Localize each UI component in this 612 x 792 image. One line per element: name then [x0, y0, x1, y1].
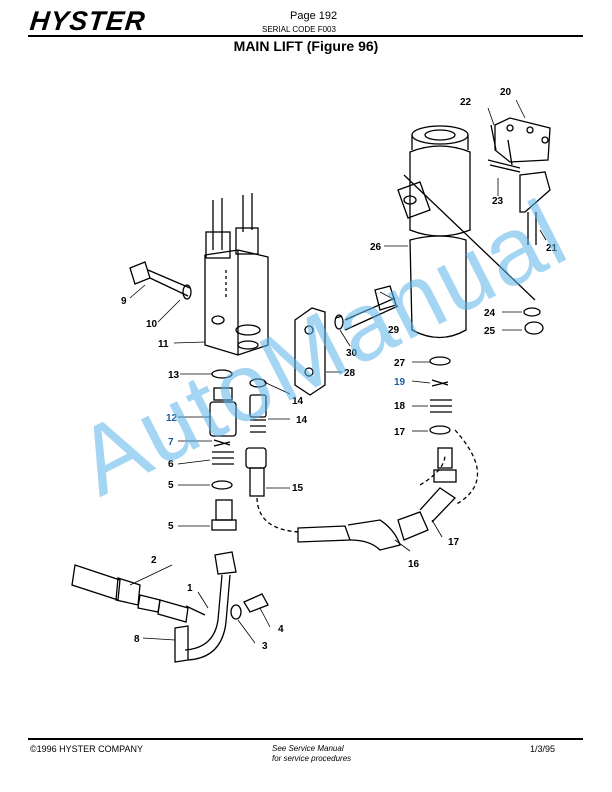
callout-30: 30 [346, 348, 358, 359]
footer-note-line2: for service procedures [272, 754, 352, 763]
callout-6: 6 [168, 459, 174, 470]
callout-2: 2 [151, 555, 157, 566]
callout-1: 1 [187, 583, 193, 594]
footer-rule [28, 738, 583, 740]
footer-note-line1: See Service Manual [272, 744, 344, 753]
callout-17a: 17 [448, 537, 460, 548]
callout-15: 15 [292, 483, 304, 494]
callout-11: 11 [158, 339, 169, 350]
callout-24: 24 [484, 308, 496, 319]
callout-16: 16 [408, 559, 420, 570]
callout-17b: 17 [394, 427, 406, 438]
callout-28: 28 [344, 368, 356, 379]
fitting-stack-middle [245, 378, 301, 533]
footer-copyright: ©1996 HYSTER COMPANY [30, 744, 143, 754]
callout-9: 9 [121, 296, 127, 307]
page-number: Page 192 [290, 10, 338, 22]
manifold-plate [294, 285, 399, 396]
serial-code: SERIAL CODE F003 [262, 25, 336, 34]
footer-note: See Service Manual for service procedure… [272, 744, 351, 764]
callout-4: 4 [278, 624, 284, 635]
callout-10: 10 [146, 319, 158, 330]
header-rule [28, 35, 583, 37]
fitting-stack-left [209, 369, 237, 531]
footer-date: 1/3/95 [530, 744, 556, 754]
callout-8: 8 [134, 634, 140, 645]
callout-5a: 5 [168, 480, 174, 491]
valve-block [204, 193, 269, 356]
bolt-9 [129, 261, 192, 300]
callout-20: 20 [500, 87, 512, 98]
callout-14a: 14 [292, 396, 304, 407]
callout-3: 3 [262, 641, 268, 652]
callout-5b: 5 [168, 521, 174, 532]
callout-12: 12 [166, 413, 178, 424]
callout-22: 22 [460, 97, 472, 108]
callout-25: 25 [484, 326, 496, 337]
callout-19: 19 [394, 377, 406, 388]
callout-14b: 14 [296, 415, 308, 426]
lift-cylinder [397, 117, 551, 339]
callout-27: 27 [394, 358, 406, 369]
callout-13: 13 [168, 370, 180, 381]
callout-18: 18 [394, 401, 406, 412]
callout-21: 21 [546, 243, 558, 254]
callout-29: 29 [388, 325, 400, 336]
fitting-stack-right [429, 307, 544, 435]
callout-23: 23 [492, 196, 504, 207]
callout-7: 7 [168, 437, 174, 448]
callout-26: 26 [370, 242, 382, 253]
lower-tube-assembly [71, 551, 269, 663]
page-title: MAIN LIFT (Figure 96) [233, 38, 379, 54]
hose-assembly [297, 429, 478, 551]
